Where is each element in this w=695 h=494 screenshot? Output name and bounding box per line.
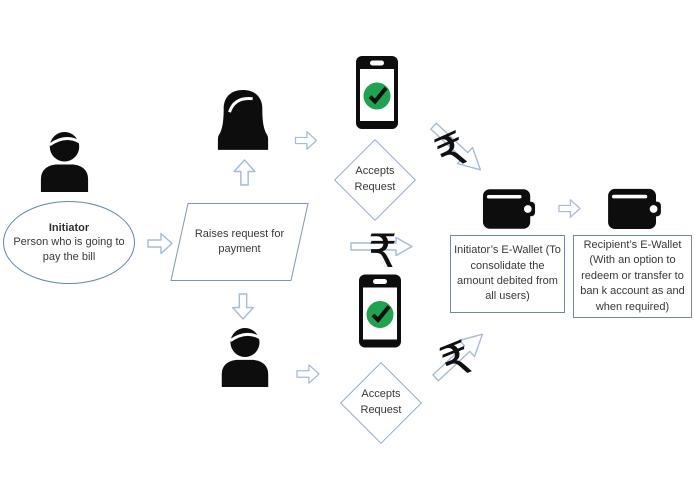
raise-request-parallelogram: Raises request for payment	[170, 203, 309, 281]
money-flow-arrow-bottom	[432, 333, 484, 382]
recipient-wallet-box-label: Recipient’s E-Wallet (With an option to …	[580, 239, 685, 313]
initiator-ellipse-title: Initiator	[48, 222, 90, 235]
accepts-request-bottom-diamond: Accepts Request	[339, 361, 423, 445]
top-requester-person-icon	[217, 90, 269, 150]
accepts-request-top-diamond: Accepts Request	[333, 138, 417, 222]
raise-request-label: Raises request for payment	[194, 228, 285, 255]
accepts-request-top-label: Accepts Request	[354, 165, 396, 193]
initiator-person-icon	[40, 132, 89, 192]
flow-arrow-right-top-to-phone	[294, 131, 318, 150]
accepts-request-bottom-label: Accepts Request	[360, 388, 402, 416]
money-flow-arrow-top	[430, 122, 482, 171]
recipient-wallet-icon	[608, 188, 661, 230]
bottom-requester-person-icon	[221, 327, 269, 387]
flow-arrow-wallet-to-wallet	[558, 199, 581, 218]
initiator-wallet-box-label: Initiator’s E-Wallet (To consolidate the…	[454, 244, 561, 303]
initiator-ellipse: Initiator Person who is going to pay the…	[3, 201, 135, 284]
flow-arrow-right-bottom-to-diamond	[296, 364, 320, 384]
rupee-symbol-top: ₹	[427, 120, 476, 182]
initiator-ellipse-body: Person who is going to pay the bill	[13, 236, 125, 263]
recipient-wallet-box: Recipient’s E-Wallet (With an option to …	[573, 235, 692, 318]
flow-arrow-right-to-request	[147, 232, 173, 255]
initiator-wallet-icon	[482, 189, 536, 229]
initiator-wallet-box: Initiator’s E-Wallet (To consolidate the…	[450, 235, 565, 313]
flow-arrow-down-to-bottom-requester	[231, 293, 255, 320]
money-flow-arrow-middle	[350, 236, 413, 257]
rupee-symbol-middle: ₹	[368, 224, 398, 278]
flow-arrow-up-to-top-requester	[233, 159, 256, 186]
top-phone-accept-icon	[356, 56, 398, 129]
bottom-phone-accept-icon	[359, 274, 401, 348]
